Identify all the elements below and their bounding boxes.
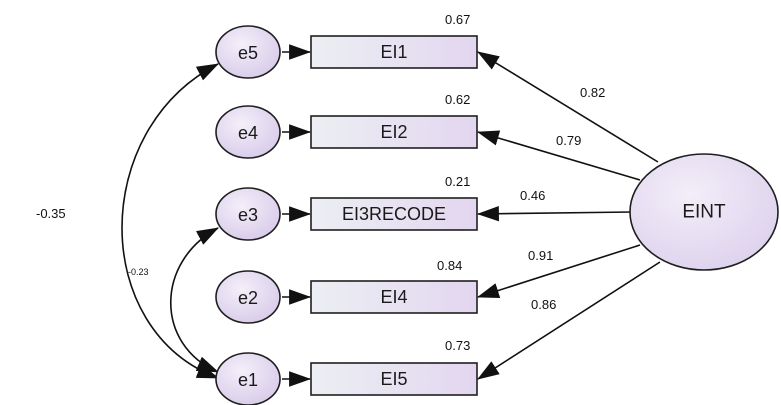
r2-label-ei1: 0.67 [445, 12, 470, 27]
svg-text:EI1: EI1 [380, 42, 407, 62]
loading-path-ei4 [476, 244, 641, 298]
loading-path-ei3 [476, 206, 633, 222]
loading-label-ei5: 0.86 [531, 297, 556, 312]
svg-text:EINT: EINT [682, 202, 726, 223]
error-node-e4: e4 [215, 105, 281, 159]
covariance-label-e5-e1: -0.35 [36, 206, 66, 221]
indicator-box-ei3recode: EI3RECODE [310, 197, 478, 231]
loading-label-ei2: 0.79 [556, 133, 581, 148]
svg-text:EI4: EI4 [380, 287, 407, 307]
error-node-e3: e3 [215, 187, 281, 241]
svg-text:e5: e5 [238, 43, 258, 63]
svg-text:e2: e2 [238, 288, 258, 308]
covariance-label-e3-e1: -0.23 [128, 267, 149, 277]
covariance-arc-e3-e1 [170, 227, 220, 373]
loading-path-ei1 [477, 51, 659, 163]
indicator-box-ei5: EI5 [310, 362, 478, 396]
error-node-e5: e5 [215, 25, 281, 79]
svg-text:EI3RECODE: EI3RECODE [342, 204, 446, 224]
svg-text:EI5: EI5 [380, 369, 407, 389]
indicator-box-ei4: EI4 [310, 280, 478, 314]
error-node-e2: e2 [215, 270, 281, 324]
r2-label-ei4: 0.84 [437, 258, 462, 273]
svg-text:EI2: EI2 [380, 122, 407, 142]
indicator-box-ei2: EI2 [310, 115, 478, 149]
covariance-arc-e5-e1 [121, 63, 220, 379]
latent-node-eint: EINT [629, 153, 779, 271]
svg-text:e3: e3 [238, 205, 258, 225]
r2-label-ei3recode: 0.21 [445, 174, 470, 189]
loading-label-ei3recode: 0.46 [520, 188, 545, 203]
loading-label-ei1: 0.82 [580, 85, 605, 100]
error-node-e1: e1 [215, 352, 281, 405]
svg-text:e1: e1 [238, 370, 258, 390]
svg-text:e4: e4 [238, 123, 258, 143]
indicator-box-ei1: EI1 [310, 35, 478, 69]
r2-label-ei5: 0.73 [445, 338, 470, 353]
loading-path-ei2 [476, 130, 641, 181]
r2-label-ei2: 0.62 [445, 92, 470, 107]
loading-label-ei4: 0.91 [528, 248, 553, 263]
loading-path-ei5 [477, 261, 661, 380]
